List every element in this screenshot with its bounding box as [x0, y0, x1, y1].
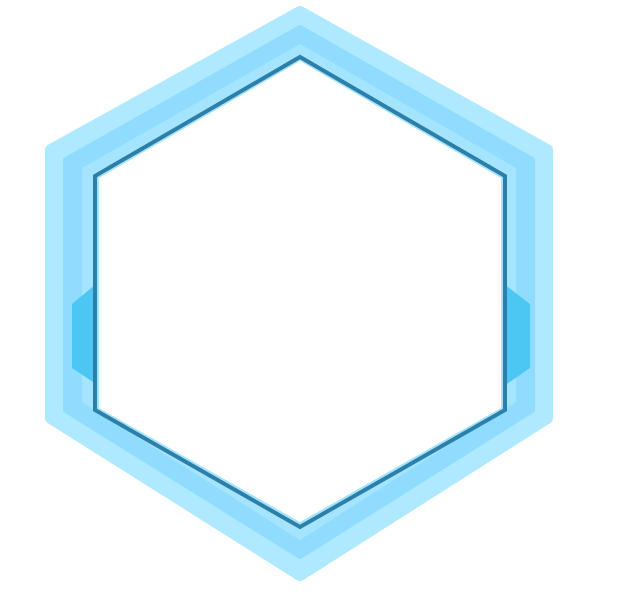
- hexagon-edge-line: [93, 54, 507, 530]
- left-side-tab: [72, 284, 96, 384]
- hexagon-interior: [99, 61, 501, 522]
- right-side-tab: [504, 284, 530, 386]
